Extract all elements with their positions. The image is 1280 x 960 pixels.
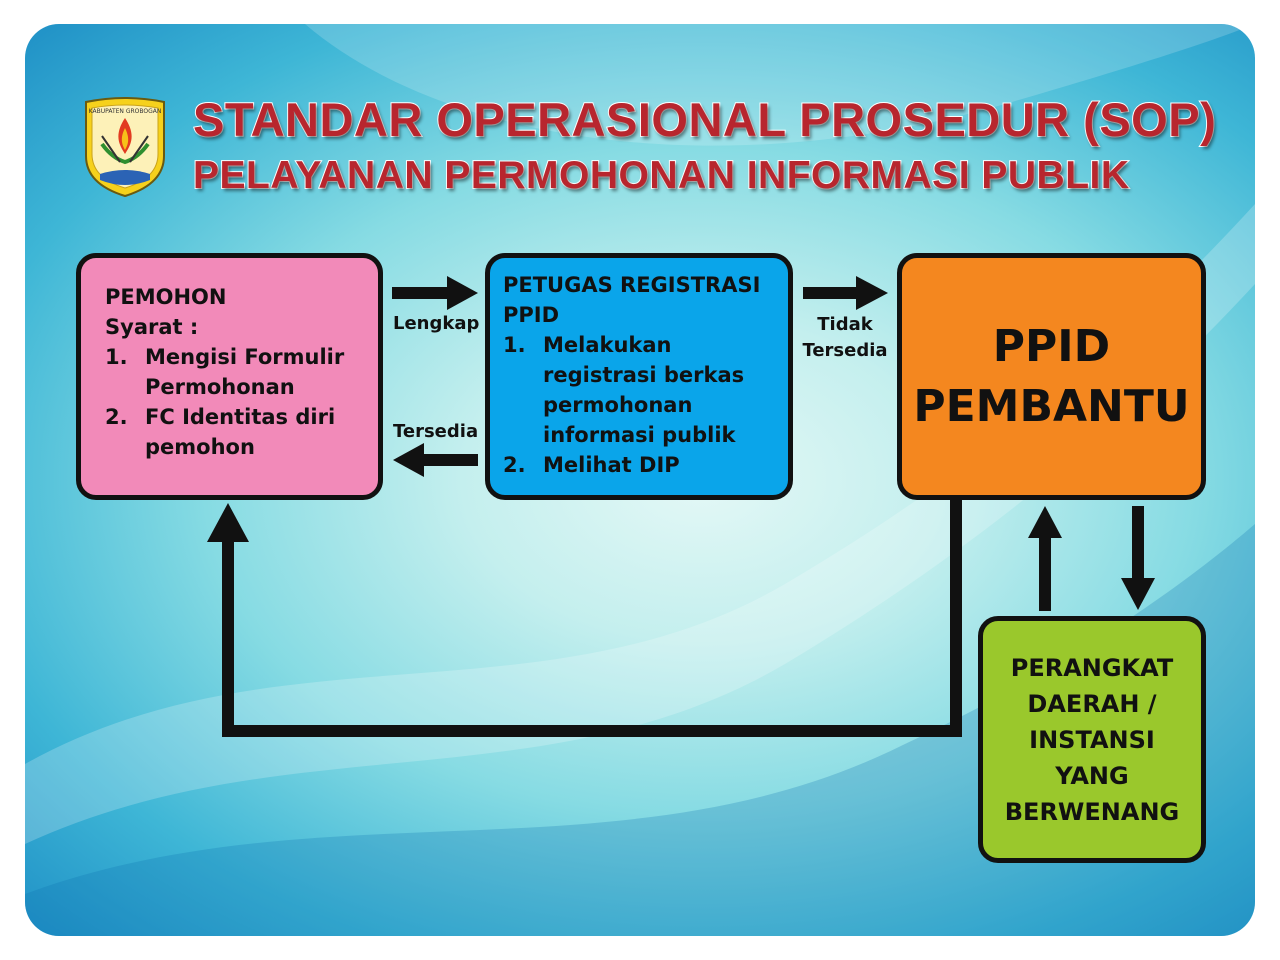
list-text: Melihat DIP [543,453,680,477]
perangkat-line: INSTANSI [1029,725,1155,754]
logo-text: KABUPATEN GROBOGAN [89,108,162,115]
list-text: Melakukan registrasi berkas permohonan i… [543,333,745,447]
arrow-lengkap [392,276,478,310]
ppid-line-2: PEMBANTU [913,380,1190,432]
label-tidak: Tidak [817,314,873,335]
title-line-2: PELAYANAN PERMOHONAN INFORMASI PUBLIK [192,153,1130,198]
perangkat-line: YANG [1055,761,1129,790]
ppid-box: PPID PEMBANTU [897,253,1206,500]
list-number: 2. [503,453,526,477]
pemohon-heading: PEMOHON [105,285,227,309]
perangkat-box: PERANGKAT DAERAH / INSTANSI YANG BERWENA… [978,616,1206,863]
list-item: 1. Mengisi Formulir Permohonan [105,342,368,402]
background-swoosh [25,24,1255,936]
petugas-box: PETUGAS REGISTRASI PPID 1. Melakukan reg… [485,253,793,500]
regency-emblem-icon: KABUPATEN GROBOGAN [85,97,165,198]
list-text: Mengisi Formulir Permohonan [145,345,345,399]
pemohon-subheading: Syarat : [105,315,199,339]
label-tidak-tersedia: Tidak Tersedia [800,312,890,364]
list-text: FC Identitas diri pemohon [145,405,336,459]
list-item: 2. FC Identitas diri pemohon [105,402,368,462]
label-tersedia-2: Tersedia [802,340,888,361]
label-lengkap: Lengkap [393,313,480,334]
list-item: 1. Melakukan registrasi berkas permohona… [503,330,780,450]
arrow-to-perangkat [1121,506,1155,610]
arrow-to-ppid [1028,506,1062,611]
label-tersedia: Tersedia [393,421,479,442]
perangkat-line: DAERAH / [1027,689,1157,718]
arrow-return-to-pemohon [207,500,962,737]
list-number: 2. [105,405,128,429]
arrow-tidak-tersedia [803,276,888,310]
ppid-line-1: PPID [992,320,1111,372]
perangkat-line: PERANGKAT [1010,653,1174,682]
arrow-tersedia [393,443,478,477]
petugas-heading: PETUGAS REGISTRASI PPID [503,273,761,327]
list-number: 1. [503,333,526,357]
perangkat-line: BERWENANG [1004,797,1180,826]
list-item: 2. Melihat DIP [503,450,780,480]
list-number: 1. [105,345,128,369]
title-line-1: STANDAR OPERASIONAL PROSEDUR (SOP) [192,92,1217,147]
pemohon-box: PEMOHON Syarat : 1. Mengisi Formulir Per… [76,253,383,500]
